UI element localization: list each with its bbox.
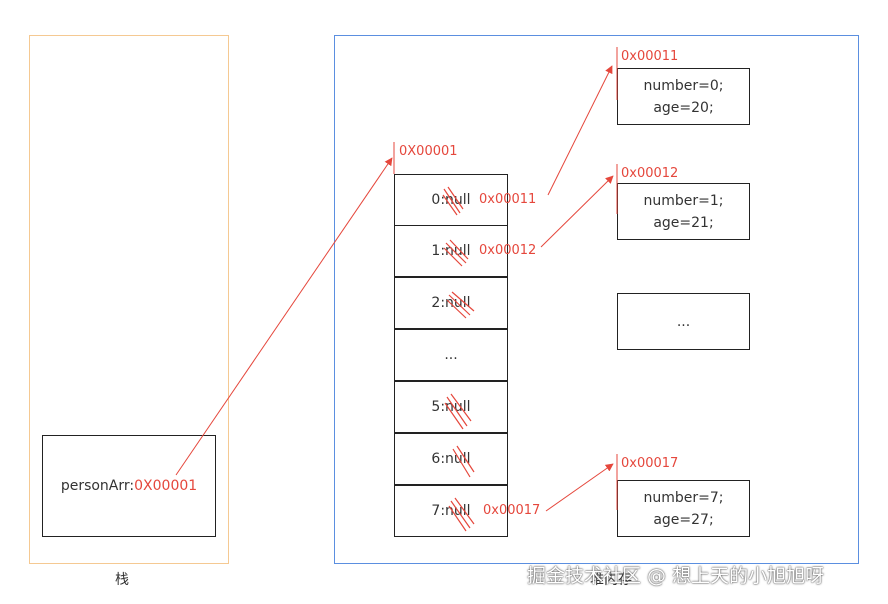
person-object-ellipsis: ...	[617, 293, 750, 350]
stack-region	[29, 35, 229, 564]
strike-cell-1	[443, 239, 469, 267]
strike-cell-2	[446, 291, 475, 319]
object-field-number: number=0;	[643, 77, 724, 94]
arrow-stack-to-array	[175, 157, 393, 476]
object-field-number: number=1;	[643, 192, 724, 209]
heap-label: 堆内存	[590, 572, 632, 588]
object-field-number: number=7;	[643, 489, 724, 506]
stack-variable-person-arr: personArr:0X00001	[42, 435, 216, 537]
object-field-age: age=20;	[653, 99, 714, 116]
strike-cell-0	[442, 186, 464, 216]
strike-cell-5	[444, 393, 472, 430]
object-7-address: 0x00017	[621, 456, 679, 471]
person-object-7: number=7; age=27;	[617, 480, 750, 537]
arrow-cell-1-to-object-1	[540, 175, 614, 248]
arrow-cell-0-to-object-0	[547, 65, 613, 196]
strike-cell-7	[448, 497, 475, 532]
array-cell-5: 5:null	[394, 381, 508, 433]
array-cell-1: 1:null	[394, 225, 508, 277]
stack-label: 栈	[115, 572, 129, 588]
watermark: 掘金技术社区 @ 想上天的小旭旭呀	[527, 565, 825, 587]
cell-0-reference: 0x00011	[479, 192, 537, 207]
array-cell-ellipsis: ...	[394, 329, 508, 381]
variable-value: 0X00001	[134, 478, 198, 494]
object-field-age: age=21;	[653, 214, 714, 231]
heap-region	[334, 35, 859, 564]
object-1-address: 0x00012	[621, 166, 679, 181]
cell-1-reference: 0x00012	[479, 243, 537, 258]
object-ellipsis: ...	[676, 313, 691, 330]
object-0-address: 0x00011	[621, 49, 679, 64]
array-address: 0X00001	[399, 144, 458, 159]
array-cell-6: 6:null	[394, 433, 508, 485]
object-field-age: age=27;	[653, 511, 714, 528]
cell-7-reference: 0x00017	[483, 503, 541, 518]
variable-name: personArr:	[60, 478, 135, 494]
strike-cell-6	[452, 445, 475, 478]
arrow-cell-7-to-object-7	[545, 463, 614, 512]
